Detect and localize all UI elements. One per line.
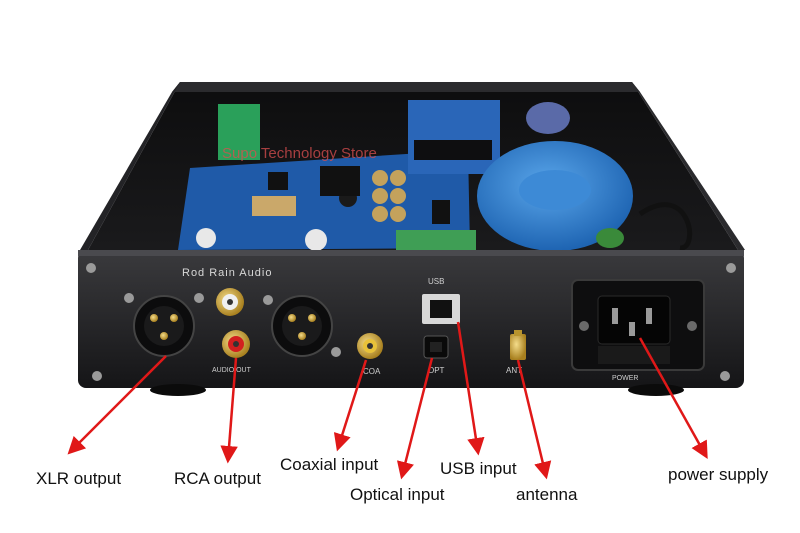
screw-icon: [92, 371, 102, 381]
arrow-rca: [220, 357, 238, 464]
power-label: POWER: [612, 375, 638, 382]
screw-icon: [86, 263, 96, 273]
ant-label: ANT: [506, 366, 522, 375]
arrow-optical: [396, 357, 434, 480]
screw-icon: [720, 371, 730, 381]
usb-input-label: USB input: [440, 459, 517, 478]
arrow-power: [638, 337, 708, 460]
xlr-output-label: XLR output: [36, 469, 122, 488]
optical-input-jack: [423, 335, 449, 359]
antenna-connector: [510, 330, 526, 360]
power-supply-label: power supply: [668, 465, 769, 484]
power-inlet: [571, 279, 705, 371]
screw-icon: [726, 263, 736, 273]
arrow-usb: [456, 321, 485, 456]
coaxial-input-label: Coaxial input: [280, 455, 379, 474]
watermark: Supo Technology Store: [222, 145, 377, 162]
brand-label: Rod Rain Audio: [182, 267, 272, 279]
opt-label: OPT: [428, 366, 445, 375]
xlr-output-left: [124, 293, 204, 357]
usb-input-jack: [422, 294, 460, 324]
pointer-arrows: [67, 321, 708, 480]
coa-label: COA: [363, 367, 381, 376]
arrow-antenna: [516, 359, 552, 480]
rca-output: [216, 288, 250, 358]
xlr-output-right: [263, 295, 341, 357]
header-pins: [396, 230, 476, 250]
coaxial-input-jack: [357, 333, 383, 359]
antenna-label: antenna: [516, 485, 578, 504]
optical-input-label: Optical input: [350, 485, 445, 504]
usb-label: USB: [428, 277, 444, 286]
arrow-coaxial: [333, 359, 368, 452]
capacitor: [526, 102, 570, 134]
rca-output-label: RCA output: [174, 469, 261, 488]
daughter-board: [218, 104, 260, 160]
display-module: [408, 100, 500, 174]
arrow-xlr: [67, 355, 167, 455]
circuit-board: [178, 100, 500, 251]
transformer: [477, 102, 693, 251]
audio-out-label: AUDIO OUT: [212, 367, 252, 374]
